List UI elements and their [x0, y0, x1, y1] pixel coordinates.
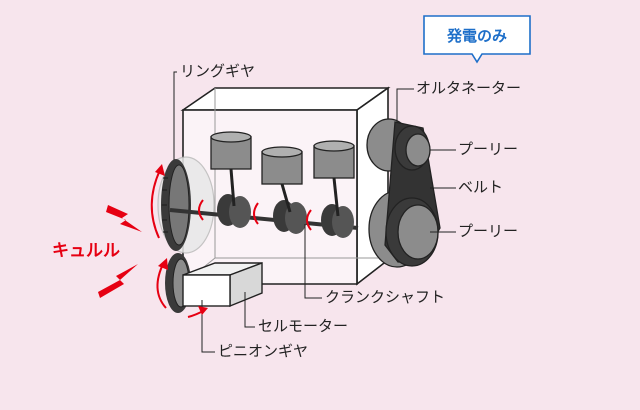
- belt-drive: [366, 118, 441, 268]
- label-pulley-top: プーリー: [458, 140, 519, 158]
- label-ring-gear: リングギヤ: [180, 62, 256, 80]
- sound-bolts: [98, 205, 142, 298]
- rotation-arrows: [150, 164, 312, 318]
- callout: 発電のみ: [424, 16, 530, 54]
- starter-motor: [182, 261, 263, 308]
- leader-lines: [173, 71, 456, 353]
- engine-block: [180, 86, 391, 286]
- label-starter-motor: セルモーター: [258, 317, 349, 335]
- label-belt: ベルト: [458, 178, 504, 196]
- label-crankshaft: クランクシャフト: [325, 288, 446, 306]
- label-alternator: オルタネーター: [416, 79, 522, 97]
- label-pulley-bottom: プーリー: [458, 222, 519, 240]
- sound-effect-text: キュルル: [52, 241, 120, 261]
- label-pinion-gear: ピニオンギヤ: [218, 342, 309, 360]
- callout-text: 発電のみ: [446, 26, 507, 45]
- crankshaft: [169, 194, 359, 238]
- ring-gear: [157, 156, 215, 254]
- pistons: [210, 131, 355, 217]
- callout-bubble: [423, 15, 531, 64]
